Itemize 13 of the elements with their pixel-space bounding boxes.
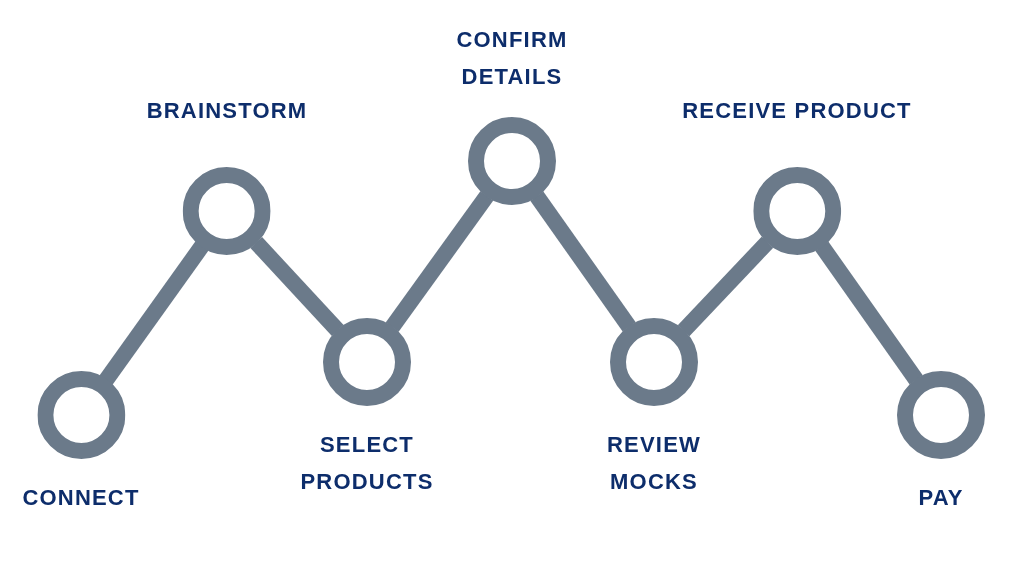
- connector-line: [815, 241, 923, 385]
- step-label: CONNECT: [22, 484, 140, 512]
- step-label: PAY: [918, 484, 964, 512]
- connector-line: [250, 237, 344, 336]
- step-label: SELECT PRODUCTS: [299, 431, 435, 496]
- step-label: RECEIVE PRODUCT: [682, 97, 912, 125]
- connector-line: [385, 191, 494, 332]
- step-label: CONFIRM DETAILS: [455, 26, 569, 91]
- connector-line: [530, 191, 636, 332]
- connector-line: [677, 236, 774, 337]
- connector-line: [99, 241, 209, 385]
- step-label: REVIEW MOCKS: [606, 431, 702, 496]
- step-label: BRAINSTORM: [146, 97, 308, 125]
